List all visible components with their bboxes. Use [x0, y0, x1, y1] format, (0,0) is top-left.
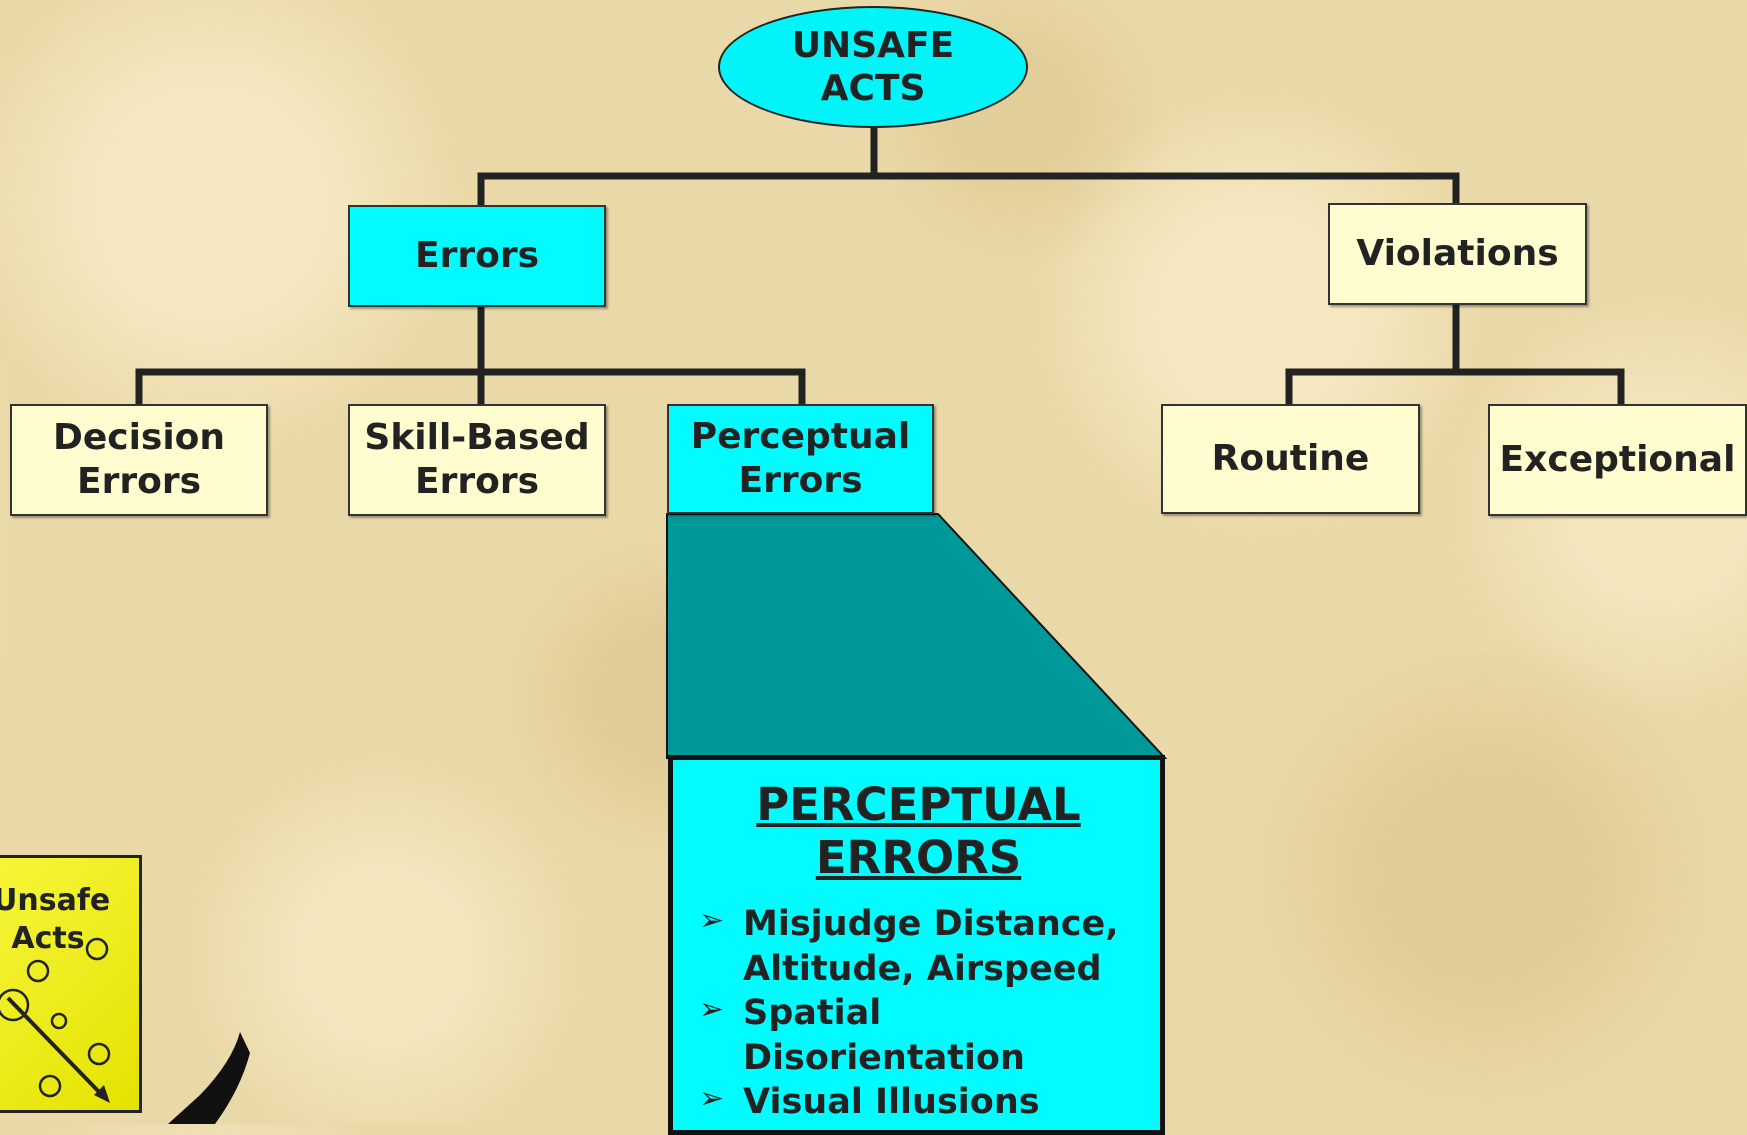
node-routine: Routine: [1161, 404, 1420, 514]
detail-item: ➢ Visual Illusions: [697, 1080, 1140, 1124]
detail-item-text: Misjudge Distance, Altitude, Airspeed: [743, 904, 1119, 989]
arrow-bullet-icon: ➢: [699, 992, 725, 1028]
node-decision-errors: Decision Errors: [10, 404, 268, 516]
aircraft-silhouette-icon: [168, 1032, 250, 1124]
detail-item: ➢ Misjudge Distance, Altitude, Airspeed: [697, 902, 1140, 991]
detail-item: ➢ Spatial Disorientation: [697, 991, 1140, 1080]
node-exceptional: Exceptional: [1488, 404, 1747, 516]
arrow-bullet-icon: ➢: [699, 1080, 725, 1116]
hole-icon: [87, 1042, 111, 1066]
detail-item-text: Visual Illusions: [743, 1081, 1040, 1122]
node-violations: Violations: [1328, 203, 1587, 305]
unsafe-acts-thumbnail: Unsafe Acts: [0, 855, 142, 1113]
node-skill-based-errors: Skill-Based Errors: [348, 404, 606, 516]
hole-icon: [26, 959, 50, 983]
hole-icon: [38, 1074, 62, 1098]
trajectory-arrow-icon: [6, 996, 104, 1097]
thumbnail-graphic: [0, 937, 111, 1103]
detail-title: PERCEPTUAL ERRORS: [756, 778, 1081, 885]
perceptual-errors-detail-panel: PERCEPTUAL ERRORS ➢ Misjudge Distance, Al…: [668, 755, 1165, 1135]
node-errors: Errors: [348, 205, 606, 307]
node-perceptual-errors: Perceptual Errors: [667, 404, 934, 514]
arrow-bullet-icon: ➢: [699, 903, 725, 939]
thumbnail-label: Unsafe Acts: [0, 883, 111, 956]
detail-item-text: Spatial Disorientation: [743, 993, 1025, 1078]
detail-list: ➢ Misjudge Distance, Altitude, Airspeed ➢…: [697, 902, 1140, 1124]
hole-icon: [50, 1012, 68, 1030]
hole-icon: [85, 937, 109, 961]
hole-icon: [0, 988, 30, 1022]
root-node-unsafe-acts: UNSAFE ACTS: [718, 6, 1028, 128]
zoom-callout-trapezoid: [666, 513, 1168, 759]
